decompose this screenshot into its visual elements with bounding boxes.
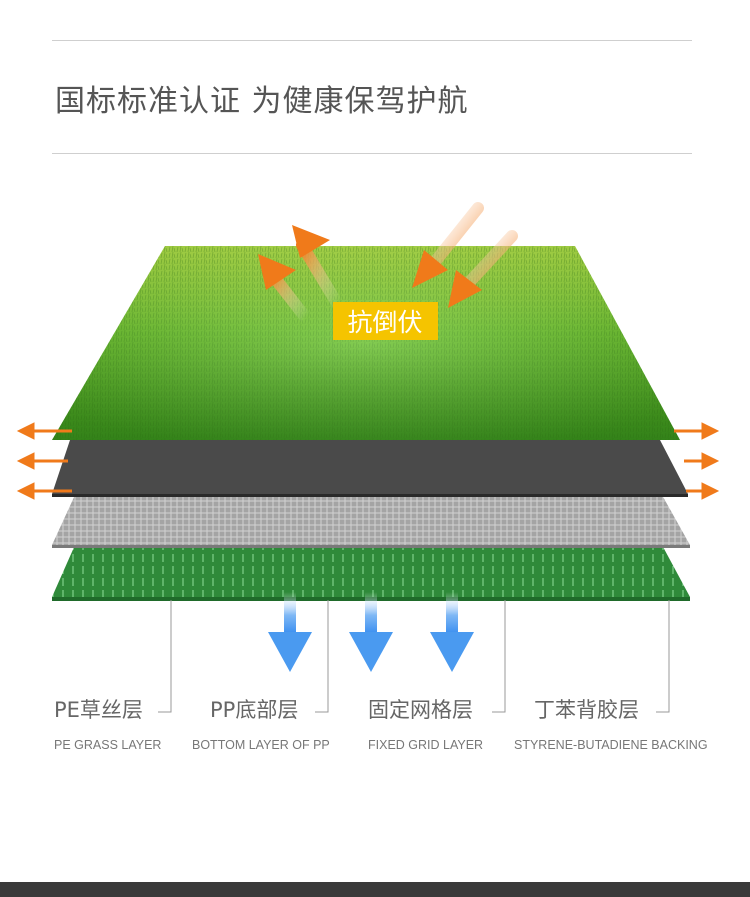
- page-heading: 国标标准认证 为健康保驾护航: [55, 84, 469, 119]
- leader-lines: [158, 600, 670, 713]
- leader-line: [158, 600, 172, 713]
- arrow-left-icon: [16, 482, 72, 500]
- arrow-down-left-icon: [448, 230, 518, 308]
- arrow-left-icon: [16, 452, 68, 470]
- arrow-down-left-icon: [412, 202, 484, 288]
- bottom-bar: [0, 882, 750, 897]
- right-arrows: [674, 422, 720, 500]
- grass-layer: [52, 246, 680, 440]
- force-arrows: [412, 202, 518, 308]
- layer-label-en-backing: STYRENE-BUTADIENE BACKING: [514, 738, 708, 752]
- leader-line: [315, 600, 329, 713]
- rebound-arrows: [258, 225, 344, 324]
- heading-divider: [52, 153, 692, 154]
- badge-text: 抗倒伏: [347, 308, 422, 337]
- left-arrows: [16, 422, 72, 500]
- grid-layer: [52, 495, 690, 548]
- anti-lodging-badge: 抗倒伏: [333, 302, 438, 340]
- arrow-right-icon: [686, 482, 720, 500]
- arrow-up-left-icon: [258, 254, 312, 324]
- arrow-down-icon: [430, 592, 474, 672]
- layer-label-pp-bottom: PP底部层: [210, 698, 299, 722]
- layer-label-pe-grass: PE草丝层: [54, 698, 143, 722]
- layer-label-fixed-grid: 固定网格层: [368, 698, 473, 722]
- drainage-arrows: [268, 592, 474, 672]
- arrow-right-icon: [674, 422, 720, 440]
- leader-line: [656, 600, 670, 713]
- leader-line: [492, 600, 506, 713]
- arrow-right-icon: [684, 452, 720, 470]
- top-divider: [52, 40, 692, 41]
- layer-label-backing: 丁苯背胶层: [534, 698, 639, 722]
- layer-label-en-pp-bottom: BOTTOM LAYER OF PP: [192, 738, 330, 752]
- arrow-left-icon: [16, 422, 72, 440]
- arrow-down-icon: [268, 592, 312, 672]
- layer-label-en-pe-grass: PE GRASS LAYER: [54, 738, 162, 752]
- arrow-down-icon: [349, 592, 393, 672]
- arrow-up-left-icon: [292, 225, 344, 311]
- pp-layer: [52, 440, 688, 497]
- layer-label-en-fixed-grid: FIXED GRID LAYER: [368, 738, 484, 752]
